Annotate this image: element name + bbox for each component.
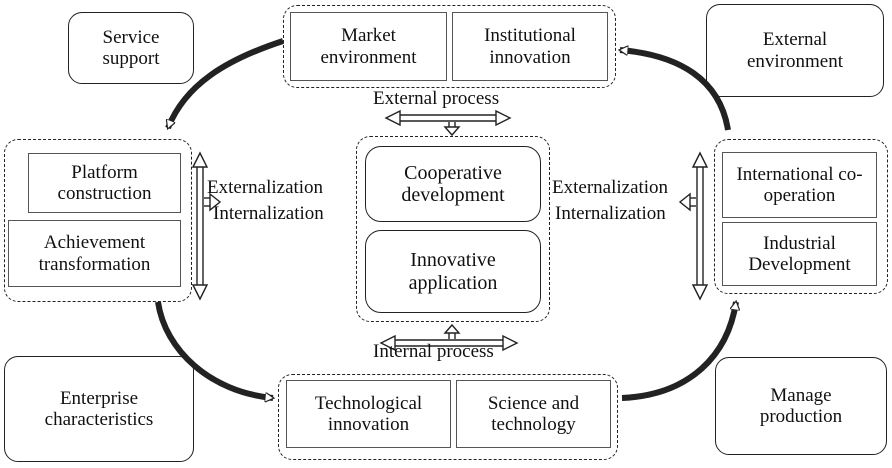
achievement-transformation-box: Achievement transformation xyxy=(8,220,181,287)
manage-production-box: Manage production xyxy=(715,357,887,455)
international-cooperation-text: International co-operation xyxy=(736,163,863,206)
externalization-right-label: Externalization xyxy=(552,177,669,198)
enterprise-characteristics-text: Enterprise characteristics xyxy=(44,387,154,430)
cooperative-development-box: Cooperative development xyxy=(365,146,541,222)
internal-process-label: Internal process xyxy=(373,341,494,362)
innovative-application-box: Innovative application xyxy=(365,230,541,313)
institutional-innovation-box: Institutional innovation xyxy=(452,12,608,81)
market-environment-box: Market environment xyxy=(290,12,447,81)
bottom-group-frame xyxy=(278,374,618,460)
institutional-innovation-text: Institutional innovation xyxy=(484,25,576,68)
left-double-arrow xyxy=(191,151,222,301)
industrial-development-text: Industrial Development xyxy=(748,232,851,275)
center-group-frame xyxy=(356,136,550,322)
curve-arrow-top-left xyxy=(165,38,284,128)
achievement-transformation-text: Achievement transformation xyxy=(38,232,151,275)
cooperative-development-text: Cooperative development xyxy=(401,161,505,206)
market-environment-text: Market environment xyxy=(320,25,417,68)
external-environment-box: External environment xyxy=(706,4,884,97)
platform-construction-box: Platform construction xyxy=(28,153,181,213)
service-support-box: Service support xyxy=(68,12,194,84)
left-group-frame xyxy=(4,139,192,302)
manage-production-text: Manage production xyxy=(759,384,843,427)
internalization-right-label: Internalization xyxy=(555,203,666,224)
technological-innovation-box: Technological innovation xyxy=(286,380,451,448)
service-support-text: Service support xyxy=(102,26,160,69)
industrial-development-box: Industrial Development xyxy=(722,222,877,286)
bottom-double-arrow xyxy=(379,323,519,352)
external-environment-text: External environment xyxy=(746,29,844,72)
enterprise-characteristics-box: Enterprise characteristics xyxy=(4,356,194,462)
technological-innovation-text: Technological innovation xyxy=(314,392,423,435)
internalization-left-label: Internalization xyxy=(213,203,324,224)
innovative-application-text: Innovative application xyxy=(408,249,498,294)
external-process-label: External process xyxy=(373,88,500,109)
top-double-arrow xyxy=(384,109,512,137)
right-group-frame xyxy=(714,139,888,294)
science-and-technology-text: Science and technology xyxy=(487,392,580,435)
science-and-technology-box: Science and technology xyxy=(456,380,611,448)
international-cooperation-box: International co-operation xyxy=(722,152,877,218)
platform-construction-text: Platform construction xyxy=(57,161,152,204)
externalization-left-label: Externalization xyxy=(207,177,324,198)
curve-arrow-bottom-right xyxy=(621,302,736,401)
curve-arrow-top-right xyxy=(620,50,731,131)
top-group-frame xyxy=(283,5,616,88)
curve-arrow-bottom-left xyxy=(155,301,273,398)
right-double-arrow xyxy=(678,151,709,301)
